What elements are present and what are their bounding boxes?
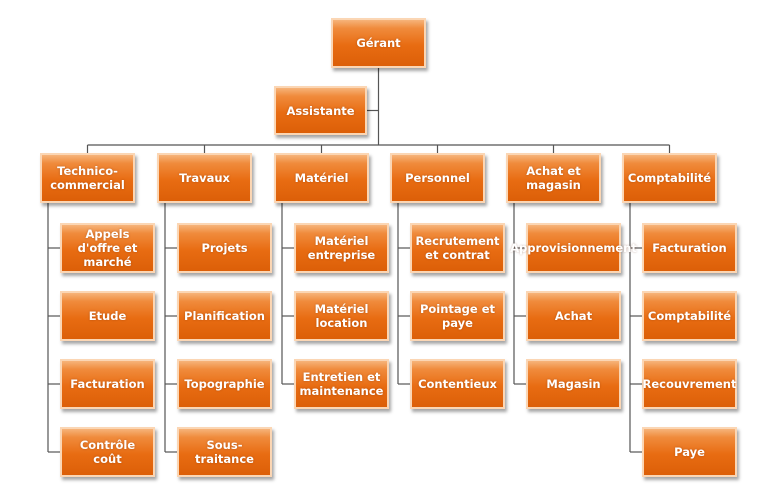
child-node-4-2: Magasin — [526, 359, 621, 409]
child-node-3-0: Recrutement et contrat — [410, 223, 505, 273]
department-node-2: Matériel — [274, 153, 369, 203]
child-node-2-2: Entretien et maintenance — [294, 359, 389, 409]
child-node-3-1: Pointage et paye — [410, 291, 505, 341]
department-node-5: Comptabilité — [622, 153, 717, 203]
child-node-2-0: Matériel entreprise — [294, 223, 389, 273]
child-node-3-2: Contentieux — [410, 359, 505, 409]
child-node-5-2: Recouvrement — [642, 359, 737, 409]
child-node-5-3: Paye — [642, 427, 737, 477]
department-node-3: Personnel — [390, 153, 485, 203]
child-node-1-1: Planification — [177, 291, 272, 341]
department-node-4: Achat et magasin — [506, 153, 601, 203]
child-node-2-1: Matériel location — [294, 291, 389, 341]
department-node-1: Travaux — [157, 153, 252, 203]
root-node: Gérant — [331, 18, 426, 68]
child-node-0-3: Contrôle coût — [60, 427, 155, 477]
department-node-0: Technico-commercial — [40, 153, 135, 203]
child-node-0-0: Appels d'offre et marché — [60, 223, 155, 273]
child-node-5-0: Facturation — [642, 223, 737, 273]
assistant-node: Assistante — [274, 86, 367, 135]
child-node-4-1: Achat — [526, 291, 621, 341]
child-node-0-2: Facturation — [60, 359, 155, 409]
child-node-1-0: Projets — [177, 223, 272, 273]
child-node-0-1: Etude — [60, 291, 155, 341]
child-node-5-1: Comptabilité — [642, 291, 737, 341]
child-node-1-2: Topographie — [177, 359, 272, 409]
child-node-4-0: Approvisionnement — [510, 223, 637, 273]
child-node-1-3: Sous-traitance — [177, 427, 272, 477]
